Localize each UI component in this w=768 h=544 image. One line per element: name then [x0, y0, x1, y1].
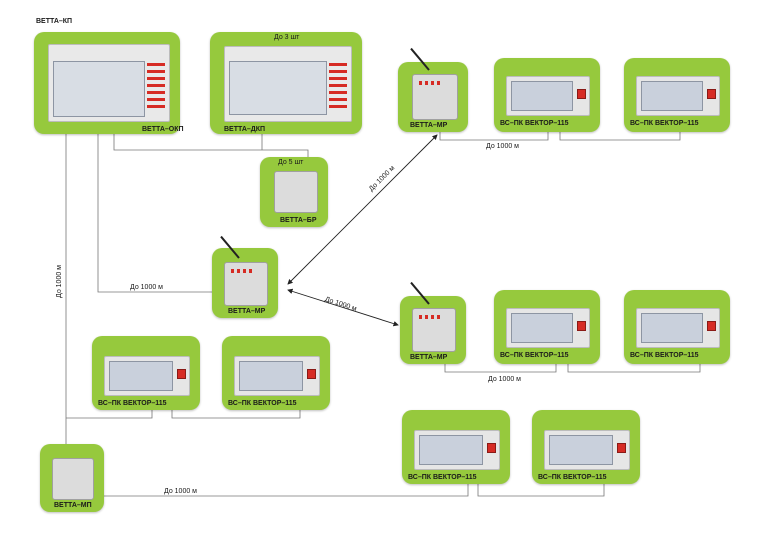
mr-top-tile: ВЕТТА–МР	[398, 47, 468, 132]
br-label: ВЕТТА–БР	[280, 217, 317, 224]
vs-panel	[414, 430, 500, 470]
vs-button	[707, 89, 716, 99]
vs-left2-label: ВС–ПК ВЕКТОР–115	[228, 400, 297, 407]
okp-mr-link	[97, 132, 212, 293]
mr-center-tile: ВЕТТА–МР	[212, 235, 278, 318]
distance-label-center-left: До 1000 м	[130, 284, 163, 291]
okp-label: ВЕТТА–ОКП	[142, 126, 184, 133]
dkp-label: ВЕТТА–ДКП	[224, 126, 266, 133]
dkp-screen	[229, 61, 327, 115]
mp-tile: ВЕТТА–МП	[40, 444, 104, 512]
radio-link-up	[287, 134, 438, 285]
distance-label-top-right: До 1000 м	[486, 143, 519, 150]
vs-mid1-label: ВС–ПК ВЕКТОР–115	[500, 352, 569, 359]
vs-left1-label: ВС–ПК ВЕКТОР–115	[98, 400, 167, 407]
vs-panel	[104, 356, 190, 396]
vs-bot2-label: ВС–ПК ВЕКТОР–115	[538, 474, 607, 481]
vs-top2-label: ВС–ПК ВЕКТОР–115	[630, 120, 699, 127]
okp-tile: ВЕТТА–ОКП	[34, 32, 184, 134]
dkp-panel	[224, 46, 352, 122]
vs-mid2-label: ВС–ПК ВЕКТОР–115	[630, 352, 699, 359]
vs-button	[707, 321, 716, 331]
vs-left2-tile: ВС–ПК ВЕКТОР–115	[222, 336, 330, 410]
diagram-title: ВЕТТА–КП	[36, 18, 73, 25]
mp-label: ВЕТТА–МП	[54, 502, 92, 509]
vs-screen	[419, 435, 483, 465]
vs-bot2-tile: ВС–ПК ВЕКТОР–115	[532, 410, 640, 484]
vs-mid1-tile: ВС–ПК ВЕКТОР–115	[494, 290, 600, 364]
mr-mid-label: ВЕТТА–МР	[410, 354, 448, 361]
br-note: До 5 шт	[278, 159, 304, 166]
vs-screen	[641, 81, 703, 111]
bus-link	[113, 132, 309, 157]
vs-button	[577, 321, 586, 331]
vs-screen	[239, 361, 303, 391]
vs-panel	[234, 356, 320, 396]
vs-bot1-tile: ВС–ПК ВЕКТОР–115	[402, 410, 510, 484]
vs-panel	[544, 430, 630, 470]
vs-mid2-tile: ВС–ПК ВЕКТОР–115	[624, 290, 730, 364]
vs-top2-tile: ВС–ПК ВЕКТОР–115	[624, 58, 730, 132]
dkp-indicators	[329, 63, 347, 109]
mr-center-label: ВЕТТА–МР	[228, 308, 266, 315]
distance-label-bottom: До 1000 м	[164, 488, 197, 495]
vs-top1-tile: ВС–ПК ВЕКТОР–115	[494, 58, 600, 132]
dkp-tile: До 3 шт ВЕТТА–ДКП	[210, 32, 362, 134]
mr-top-label: ВЕТТА–МР	[410, 122, 448, 129]
vs-screen	[511, 81, 573, 111]
vs-panel	[506, 76, 590, 116]
vs-panel	[636, 76, 720, 116]
dkp-note: До 3 шт	[274, 34, 300, 41]
vs-screen	[549, 435, 613, 465]
mp-box	[52, 458, 94, 500]
vs-button	[487, 443, 496, 453]
vs-panel	[506, 308, 590, 348]
vs-button	[617, 443, 626, 453]
vs-button	[307, 369, 316, 379]
mr-top-box	[412, 74, 458, 120]
vs-left1-tile: ВС–ПК ВЕКТОР–115	[92, 336, 200, 410]
vs-screen	[109, 361, 173, 391]
vs-bot1-label: ВС–ПК ВЕКТОР–115	[408, 474, 477, 481]
vs-screen	[511, 313, 573, 343]
mr-center-box	[224, 262, 268, 306]
mr-mid-box	[412, 308, 456, 352]
okp-screen	[53, 61, 145, 117]
okp-panel	[48, 44, 170, 122]
distance-label-vertical: До 1000 м	[56, 265, 63, 298]
br-box	[274, 171, 318, 213]
okp-indicators	[147, 63, 165, 111]
br-tile: До 5 шт ВЕТТА–БР	[260, 157, 328, 227]
distance-label-mid-right: До 1000 м	[488, 376, 521, 383]
vs-button	[177, 369, 186, 379]
radio-link-down	[287, 288, 399, 327]
vs-top1-label: ВС–ПК ВЕКТОР–115	[500, 120, 569, 127]
vs-screen	[641, 313, 703, 343]
vs-panel	[636, 308, 720, 348]
mr-mid-tile: ВЕТТА–МР	[400, 281, 466, 364]
vs-button	[577, 89, 586, 99]
